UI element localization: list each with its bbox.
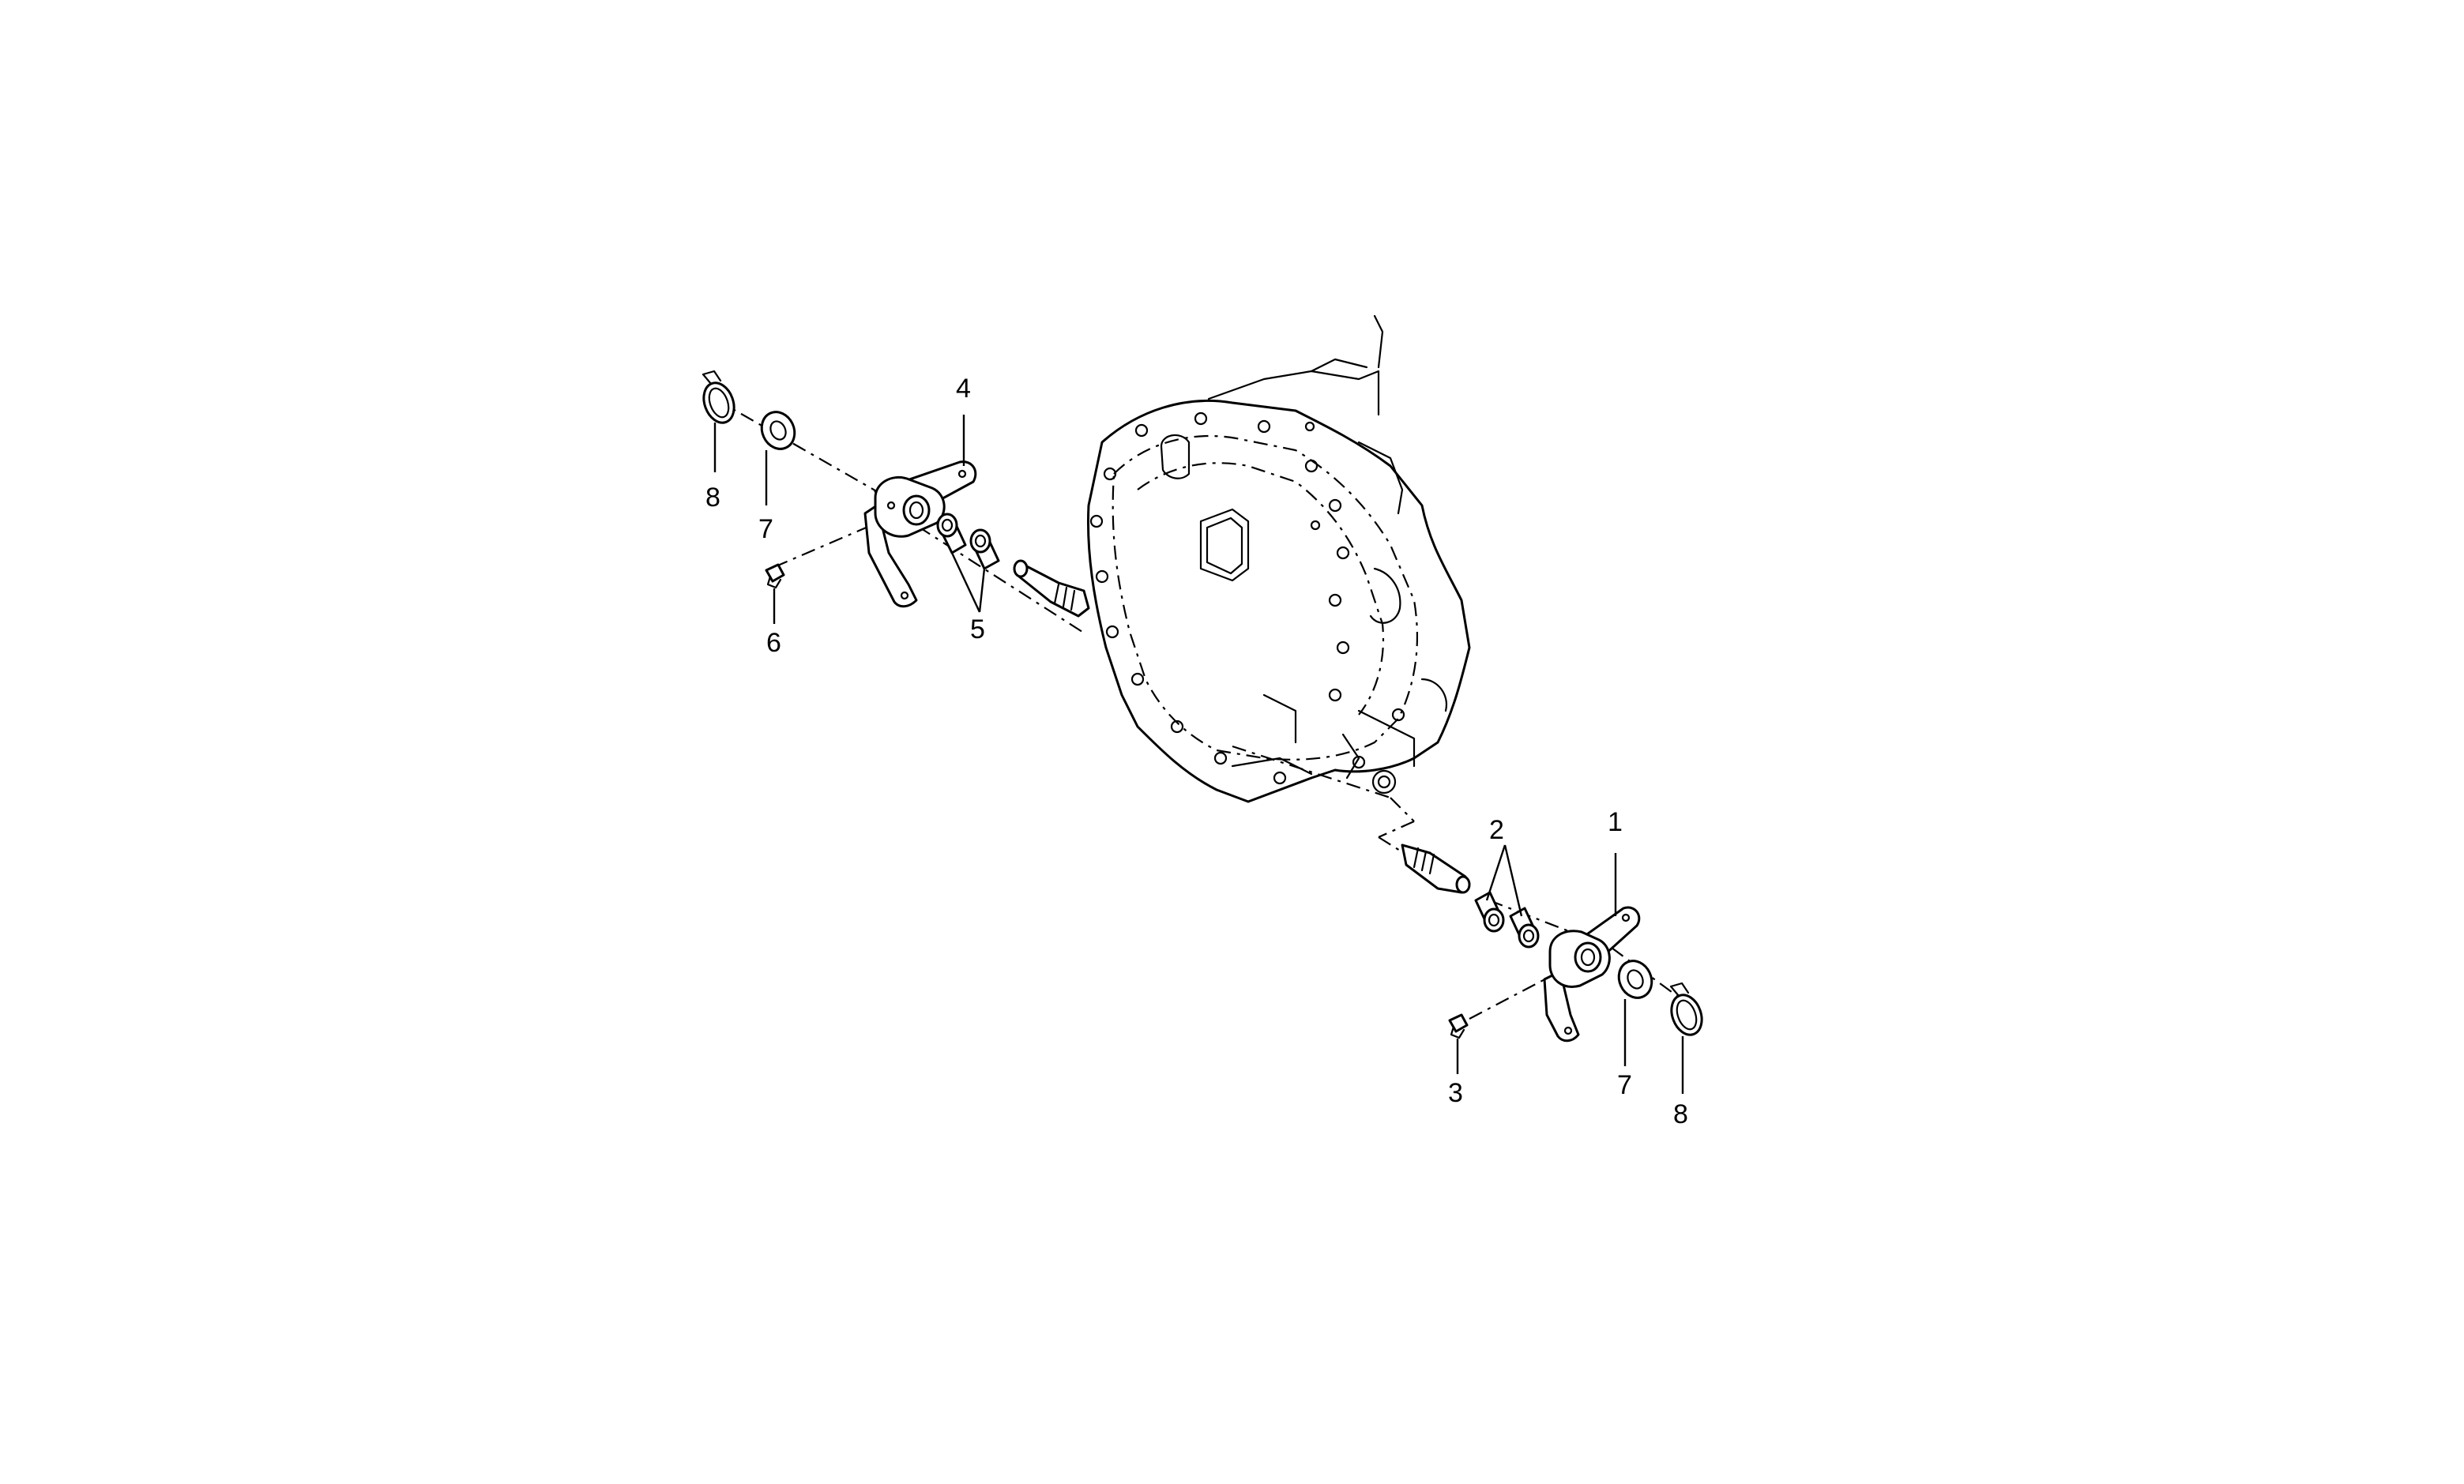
snap-ring-left — [702, 370, 735, 424]
axis-lines — [714, 398, 1687, 1020]
shaft-right — [1401, 843, 1471, 894]
callout-labels: 8 7 4 6 5 1 2 3 7 8 — [705, 374, 1688, 1129]
washer-left — [760, 411, 796, 450]
grease-nipple-right — [1448, 1013, 1469, 1039]
callout-5: 5 — [970, 614, 985, 644]
leader-lines — [713, 415, 1684, 1094]
callout-6: 6 — [766, 628, 781, 658]
callout-1: 1 — [1608, 807, 1623, 837]
shaft-left — [1013, 559, 1090, 618]
shift-lever-left — [863, 460, 977, 608]
callout-7-right: 7 — [1617, 1070, 1632, 1100]
callout-8-right: 8 — [1673, 1099, 1688, 1129]
callout-8-left: 8 — [705, 483, 720, 513]
callout-7-left: 7 — [758, 514, 773, 544]
bushing-left-2 — [969, 528, 1000, 570]
bushing-left-1 — [936, 513, 967, 554]
bushing-right-1 — [1474, 891, 1505, 933]
washer-right — [1617, 960, 1653, 999]
shift-lever-right — [1543, 906, 1641, 1043]
grease-nipple-left — [765, 563, 785, 589]
snap-ring-right — [1669, 982, 1703, 1036]
transmission-housing — [1086, 314, 1471, 803]
callout-4: 4 — [956, 374, 971, 404]
callout-3: 3 — [1448, 1078, 1463, 1108]
callout-2: 2 — [1489, 815, 1504, 845]
bushing-right-2 — [1509, 907, 1540, 949]
